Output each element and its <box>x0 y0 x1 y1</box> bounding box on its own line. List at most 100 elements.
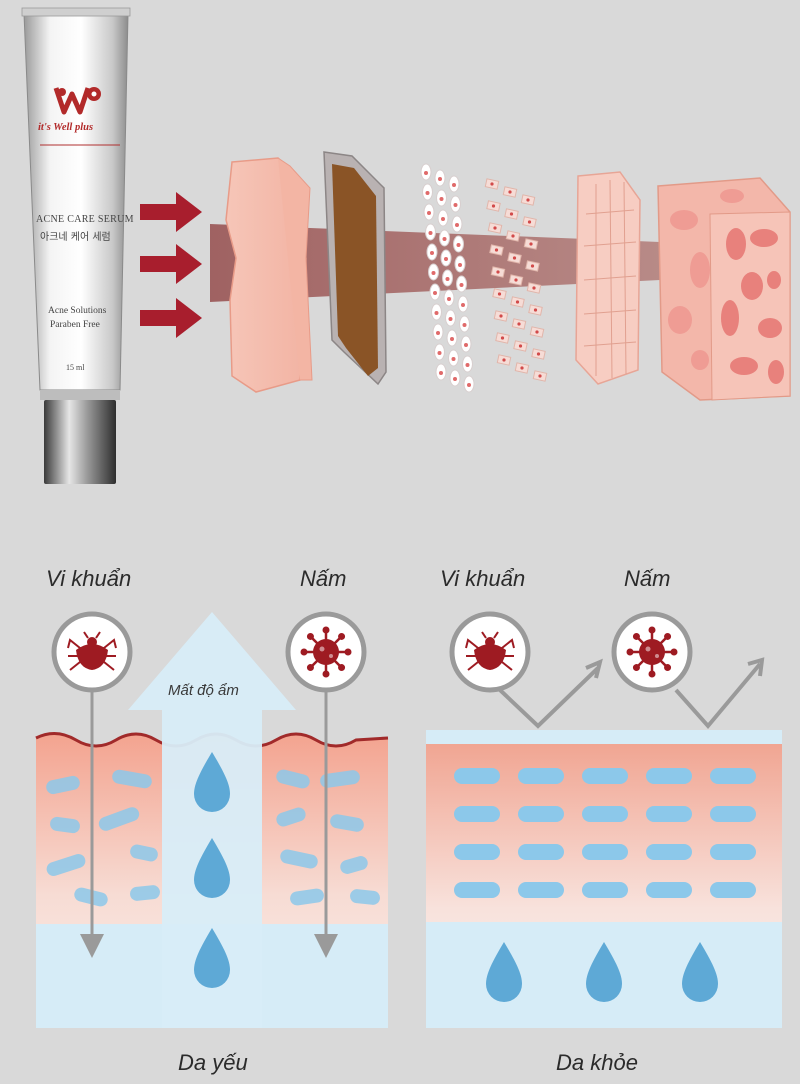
skin-cell <box>454 806 500 822</box>
skin-cell <box>646 768 692 784</box>
cell-square <box>510 296 525 308</box>
product-name-kr: 아크네 케어 세럼 <box>40 232 111 243</box>
claim-acne: Acne Solutions <box>48 306 107 316</box>
cell-square <box>496 354 512 366</box>
deflect-arrow-fungus <box>674 662 762 730</box>
cell-square <box>484 178 500 190</box>
cell-square <box>531 348 546 360</box>
cell-dot <box>429 283 441 301</box>
cell-square <box>523 238 539 250</box>
skin-cell <box>330 814 364 832</box>
skin-cell <box>276 807 306 827</box>
skin-cell <box>518 768 564 784</box>
skin-cell <box>276 769 310 789</box>
skin-cell <box>582 806 628 822</box>
skin-cell <box>454 882 500 898</box>
cell-dot <box>443 289 455 307</box>
cell-dot <box>463 375 475 393</box>
cell-square <box>526 282 542 294</box>
healthy-skin-panel <box>426 611 782 1028</box>
cell-square <box>492 288 507 300</box>
cell-dot <box>423 203 435 221</box>
layer-grid <box>575 171 641 385</box>
skin-cell <box>98 807 140 831</box>
skin-cell <box>130 885 160 901</box>
cell-dot <box>453 235 464 253</box>
cell-dot <box>426 243 438 261</box>
cell-square <box>520 194 536 206</box>
layer-squares <box>484 178 548 382</box>
healthy-skin-cells <box>454 768 756 898</box>
cell-dot <box>446 329 458 347</box>
cell-square <box>513 340 528 352</box>
skin-cell <box>710 844 756 860</box>
skin-cell <box>518 806 564 822</box>
cell-dot <box>439 229 450 247</box>
skin-cell <box>340 856 368 874</box>
cell-square <box>504 208 519 220</box>
skin-cell <box>582 768 628 784</box>
skin-cell <box>320 770 360 788</box>
cell-dot <box>456 275 467 293</box>
skin-cell <box>46 775 80 795</box>
cell-dot <box>459 315 470 333</box>
cell-dot <box>437 209 449 227</box>
cell-square <box>522 216 537 228</box>
virus-icon <box>300 626 352 678</box>
layer-tissue <box>657 177 791 401</box>
skin-cell <box>454 768 500 784</box>
healthy-fungus-label: Nấm <box>624 566 671 591</box>
bacteria-icons <box>67 631 515 671</box>
mite-icon <box>67 631 117 671</box>
cell-square <box>490 266 506 278</box>
skin-cell <box>646 882 692 898</box>
skin-cell <box>518 882 564 898</box>
cell-square <box>489 244 504 256</box>
skin-cell <box>454 844 500 860</box>
cell-dot <box>445 309 456 327</box>
cell-square <box>525 260 540 272</box>
water-drops-right <box>486 942 718 1002</box>
skin-cell <box>646 844 692 860</box>
skin-cell <box>46 853 86 877</box>
skin-cell <box>290 888 324 906</box>
cell-dot <box>449 369 461 387</box>
moisture-loss-label: Mất độ ẩm <box>168 682 239 699</box>
cell-square <box>511 318 527 330</box>
cell-square <box>486 200 501 212</box>
weak-fungus-label: Nấm <box>300 566 347 591</box>
cell-dot <box>451 215 463 233</box>
cell-square <box>507 252 522 264</box>
healthy-bacteria-label: Vi khuẩn <box>440 566 526 591</box>
skin-cell <box>646 806 692 822</box>
weak-skin-panel <box>35 611 389 1028</box>
skin-cell <box>710 768 756 784</box>
cell-square <box>495 332 510 344</box>
cell-dot <box>442 269 453 287</box>
brand-name: it's Well plus <box>38 122 94 133</box>
cell-dot <box>435 363 447 381</box>
product-name-en: ACNE CARE SERUM <box>36 214 134 225</box>
cell-square <box>487 222 503 234</box>
cell-square <box>528 304 543 316</box>
cell-dot <box>454 255 466 273</box>
input-arrows <box>140 192 202 338</box>
cell-square <box>508 274 524 286</box>
virus-icon <box>626 626 678 678</box>
cell-dot <box>434 343 445 361</box>
healthy-skin-caption: Da khỏe <box>556 1050 638 1075</box>
cell-dot <box>432 323 444 341</box>
cell-dot <box>450 195 461 213</box>
cell-square <box>505 230 521 242</box>
layer-cells <box>420 163 475 393</box>
cell-dot <box>436 189 447 207</box>
cell-dot <box>428 263 439 281</box>
cell-square <box>493 310 509 322</box>
serum-tube <box>21 7 131 484</box>
deflect-arrow-bacteria <box>498 666 600 729</box>
cell-dot <box>420 163 432 181</box>
cell-square <box>514 362 530 374</box>
skin-cell <box>112 769 152 789</box>
weak-bacteria-label: Vi khuẩn <box>46 566 132 591</box>
